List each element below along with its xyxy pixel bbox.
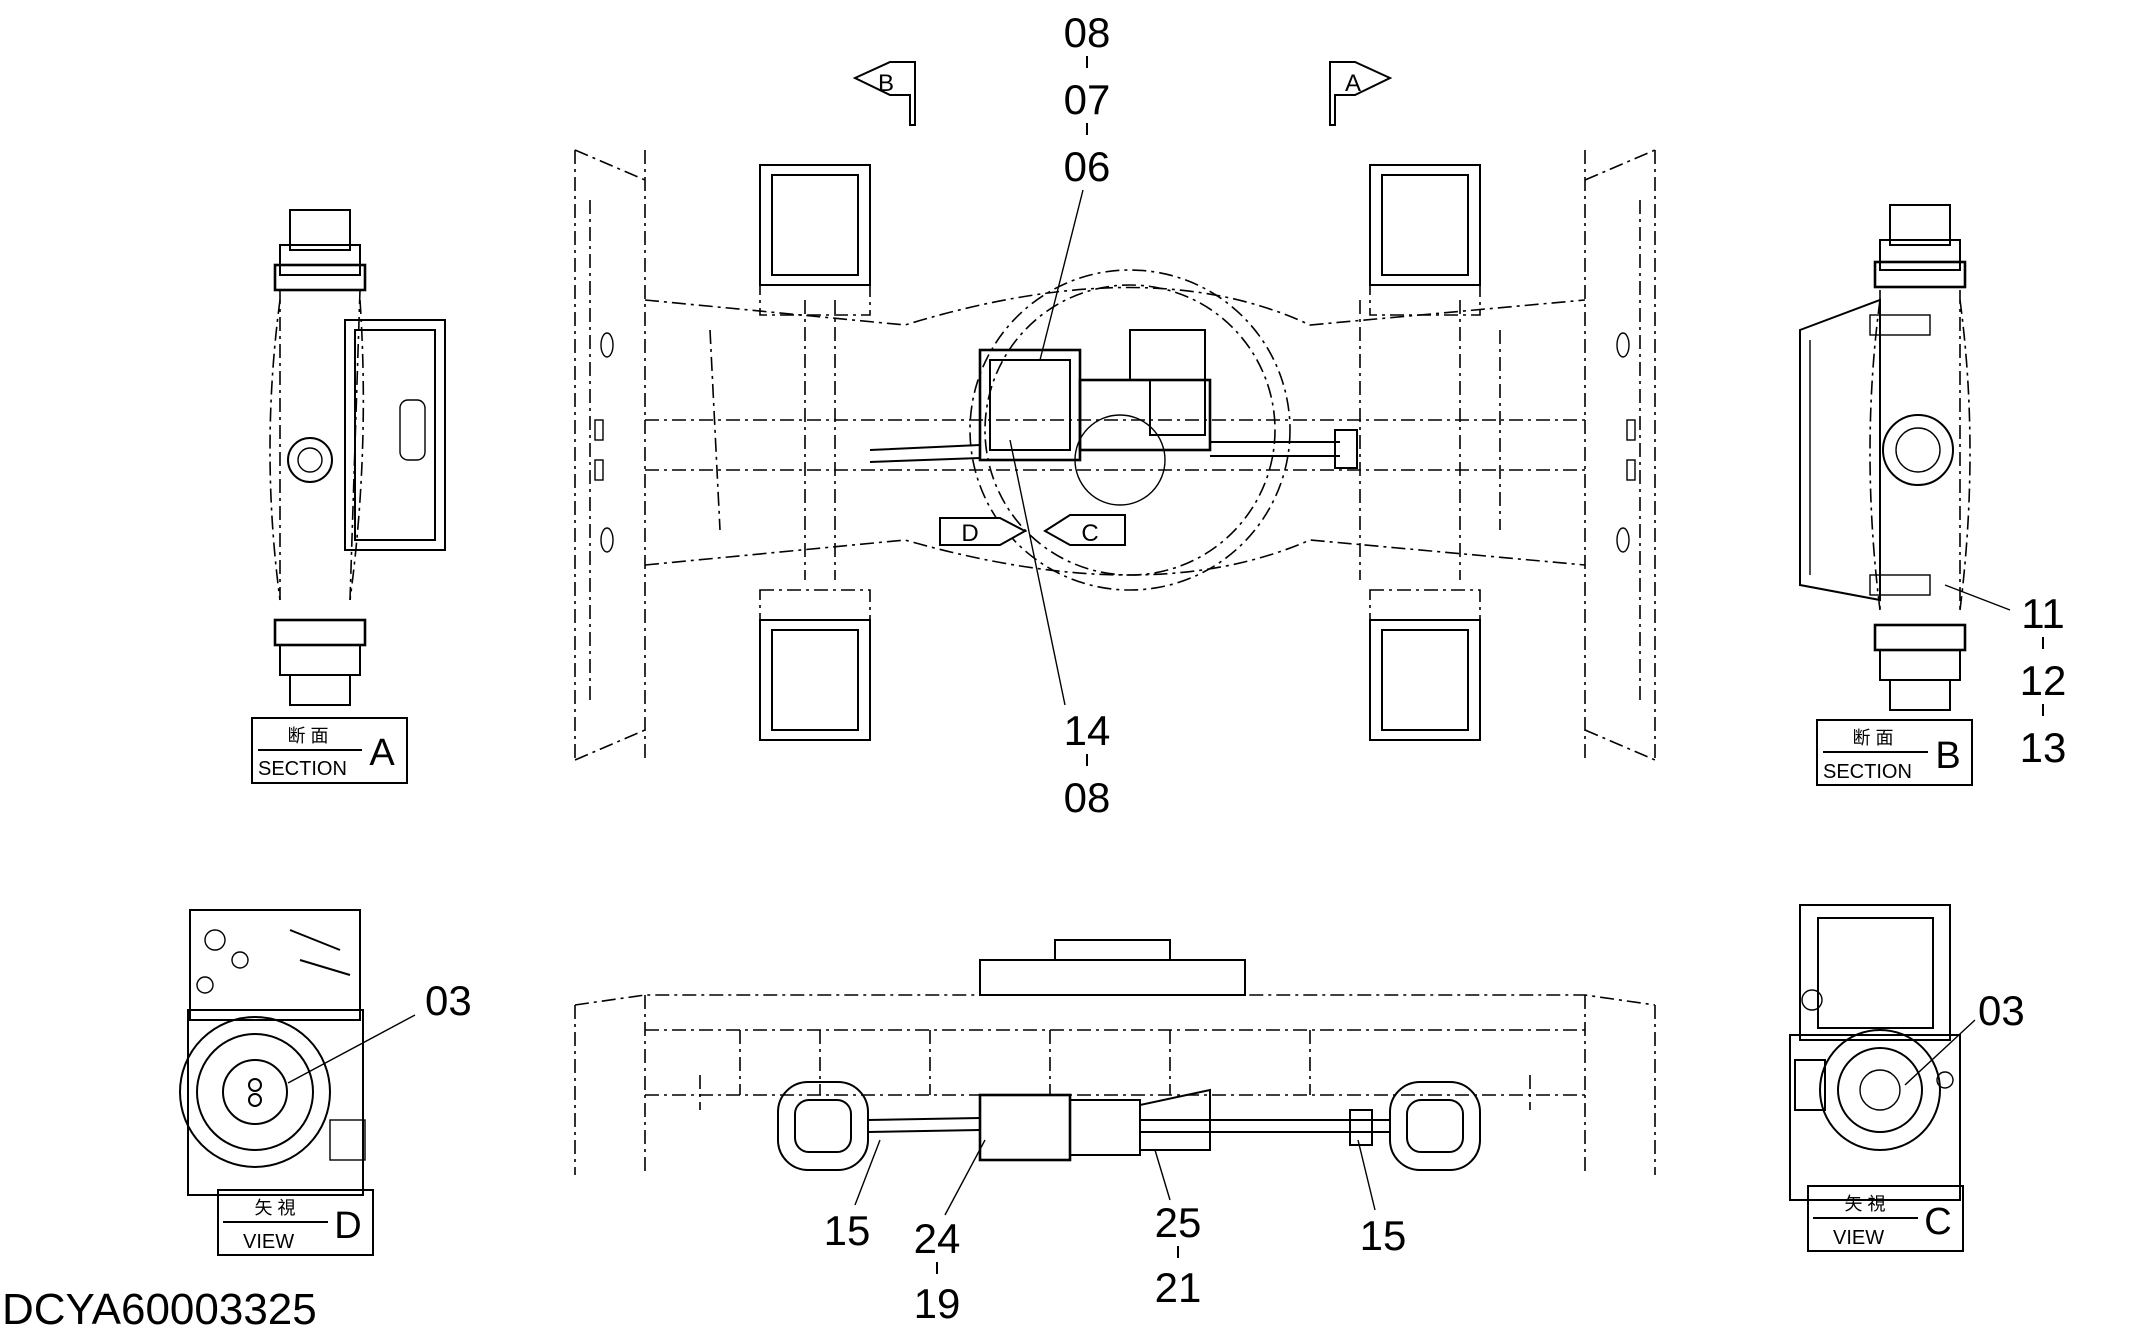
side-view-frame xyxy=(574,939,1656,1175)
arrow-marker-c: C xyxy=(1081,520,1098,547)
section-b-drawing xyxy=(1799,204,1971,711)
view-arrow-d: D xyxy=(939,517,1028,547)
callout-03-view-d: 03 xyxy=(425,977,472,1024)
callout-14: 14 xyxy=(1064,707,1111,754)
arrow-marker-a: A xyxy=(1345,70,1361,97)
view-d-word: VIEW xyxy=(243,1231,294,1253)
callout-view-c: 03 xyxy=(1904,987,2025,1086)
callout-center-stack: 14 08 xyxy=(1009,439,1111,821)
section-b-kanji: 断 面 xyxy=(1852,728,1893,748)
callout-15-right: 15 xyxy=(1360,1212,1407,1259)
section-a-letter: A xyxy=(369,732,395,774)
callout-11: 11 xyxy=(2021,590,2065,637)
arrow-marker-b: B xyxy=(878,70,894,97)
callout-08-top: 08 xyxy=(1064,9,1111,56)
section-b-letter: B xyxy=(1935,735,1960,777)
callout-right-stack: 11 12 13 xyxy=(1944,584,2067,771)
callout-25: 25 xyxy=(1155,1199,1202,1246)
callout-12: 12 xyxy=(2020,657,2067,704)
view-d-label: 矢 視 VIEW D xyxy=(217,1189,374,1256)
callout-24: 24 xyxy=(914,1215,961,1262)
plan-view-frame xyxy=(574,149,1656,761)
section-b-label: 断 面 SECTION B xyxy=(1816,719,1973,786)
view-c-drawing xyxy=(1789,904,1961,1201)
callout-19: 19 xyxy=(914,1280,961,1327)
view-c-kanji: 矢 視 xyxy=(1844,1194,1885,1214)
view-d-drawing xyxy=(179,909,366,1196)
callout-13: 13 xyxy=(2020,724,2067,771)
view-arrow-a: A xyxy=(1329,61,1393,126)
callout-15-left: 15 xyxy=(824,1207,871,1254)
callout-bottom-15-left: 15 xyxy=(824,1139,881,1254)
section-b-word: SECTION xyxy=(1823,761,1912,783)
callout-21: 21 xyxy=(1155,1264,1202,1311)
drawing-number: DCYA60003325 xyxy=(2,1285,317,1334)
view-d-letter: D xyxy=(334,1205,361,1247)
callout-bottom-stack-a: 24 19 xyxy=(914,1139,986,1327)
view-c-word: VIEW xyxy=(1833,1227,1884,1249)
section-a-label: 断 面 SECTION A xyxy=(251,717,408,784)
callout-06: 06 xyxy=(1064,143,1111,190)
view-arrow-c: C xyxy=(1043,514,1126,547)
callout-top-stack: 08 07 06 xyxy=(1039,9,1111,361)
view-arrow-b: B xyxy=(852,61,916,126)
callout-bottom-stack-b: 25 21 xyxy=(1154,1149,1202,1311)
view-c-label: 矢 視 VIEW C xyxy=(1807,1185,1964,1252)
arrow-marker-d: D xyxy=(961,520,978,547)
callout-bottom-15-right: 15 xyxy=(1357,1139,1407,1259)
view-d-kanji: 矢 視 xyxy=(254,1198,295,1218)
section-a-kanji: 断 面 xyxy=(287,726,328,746)
view-c-letter: C xyxy=(1924,1201,1951,1243)
section-a-drawing xyxy=(269,209,446,706)
section-a-word: SECTION xyxy=(258,758,347,780)
callout-07: 07 xyxy=(1064,76,1111,123)
callout-08-center: 08 xyxy=(1064,774,1111,821)
callout-view-d: 03 xyxy=(287,977,472,1084)
callout-03-view-c: 03 xyxy=(1978,987,2025,1034)
